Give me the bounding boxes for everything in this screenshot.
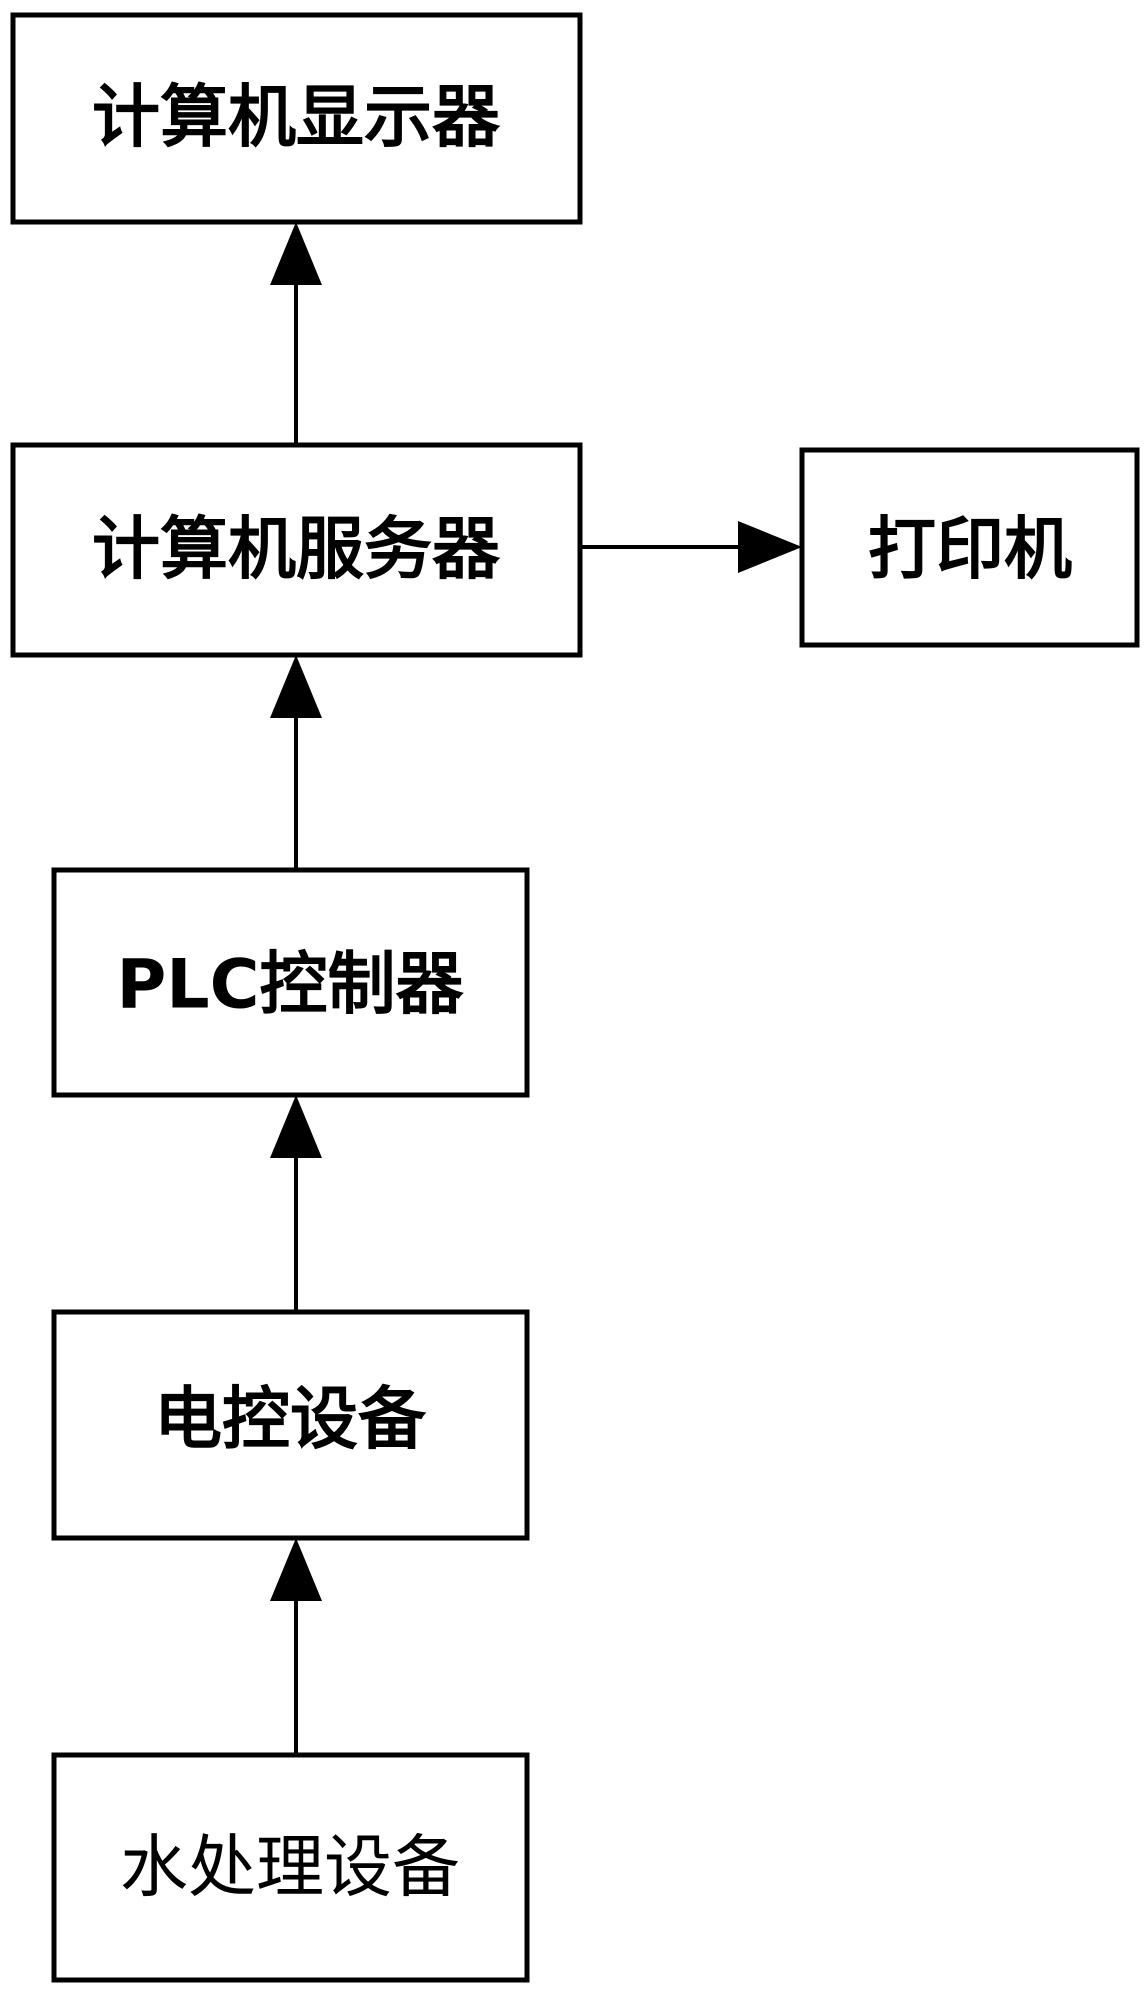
node-server-label: 计算机服务器 — [92, 511, 501, 590]
node-server: 计算机服务器 — [10, 442, 583, 658]
node-printer-label: 打印机 — [868, 511, 1072, 590]
edges — [270, 222, 802, 1755]
arrow-head-server — [270, 655, 322, 718]
node-water-box — [51, 1752, 530, 1983]
node-printer: 打印机 — [799, 447, 1140, 648]
node-plc: PLC控制器 — [51, 867, 530, 1098]
node-water: 水处理设备 — [51, 1752, 530, 1983]
node-monitor: 计算机显示器 — [10, 12, 583, 225]
arrow-head-monitor — [270, 222, 322, 285]
node-water-label: 水处理设备 — [120, 1829, 460, 1908]
arrow-head-electric — [270, 1538, 322, 1601]
node-electric-box — [51, 1309, 530, 1541]
node-electric-label: 电控设备 — [154, 1381, 427, 1460]
node-electric: 电控设备 — [51, 1309, 530, 1541]
node-printer-box — [799, 447, 1140, 648]
node-monitor-label: 计算机显示器 — [92, 79, 501, 158]
node-plc-box — [51, 867, 530, 1098]
arrow-head-plc — [270, 1095, 322, 1158]
arrow-head-printer — [738, 521, 802, 573]
node-plc-label: PLC控制器 — [116, 946, 464, 1025]
node-server-box — [10, 442, 583, 658]
node-monitor-box — [10, 12, 583, 225]
